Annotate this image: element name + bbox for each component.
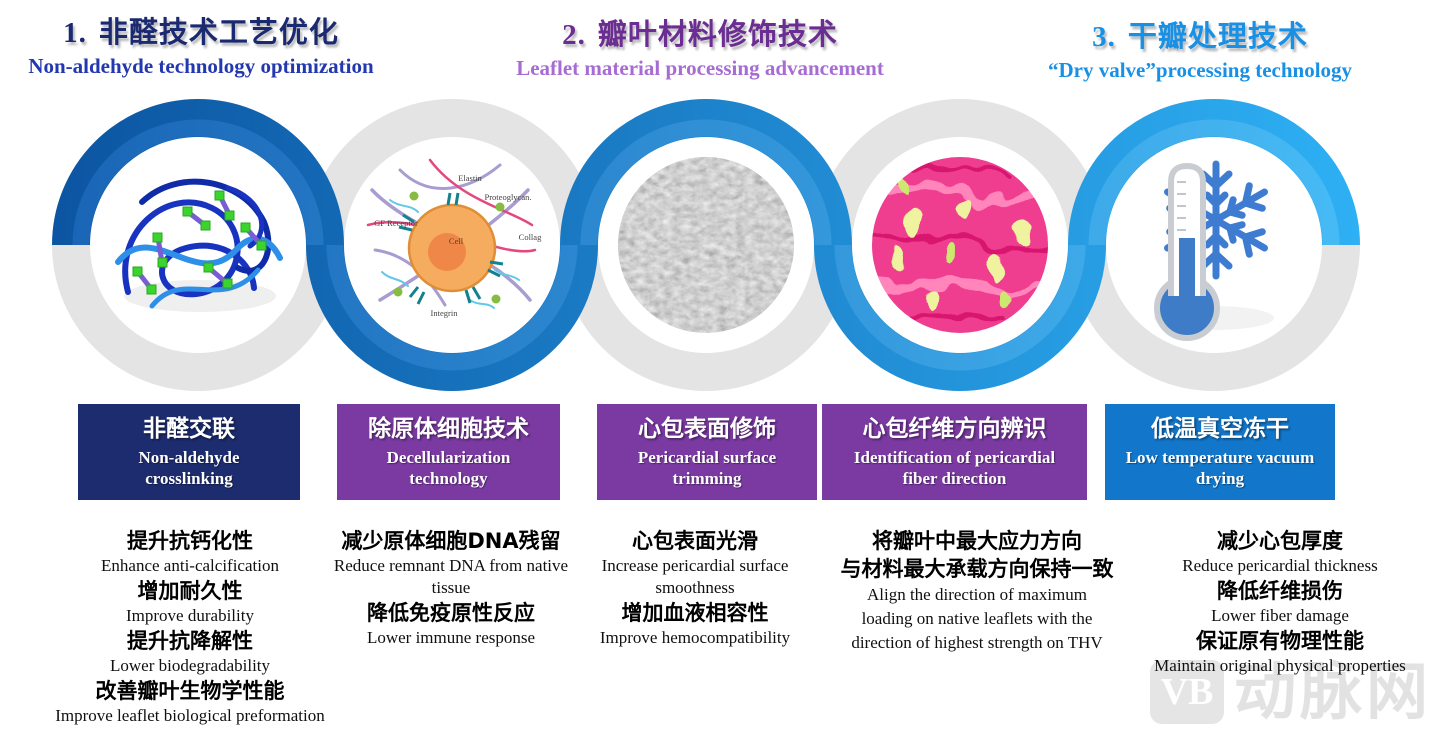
- polymer-network-image: [115, 178, 283, 312]
- section-1-title-en: Non-aldehyde technology optimization: [28, 54, 374, 78]
- histology-highlights: [889, 200, 1031, 312]
- svg-text:GF Receptor: GF Receptor: [374, 218, 418, 228]
- benefits-column-4: 将瓣叶中最大应力方向 与材料最大承载方向保持一致 Align the direc…: [818, 527, 1136, 655]
- benefits-column-2: 减少原体细胞DNA残留 Reduce remnant DNA from nati…: [318, 527, 584, 649]
- benefit-item: 增加耐久性 Improve durability: [126, 579, 254, 625]
- benefit-item: 改善瓣叶生物学性能 Improve leaflet biological pre…: [55, 679, 325, 725]
- box-title-cn: 心包表面修饰: [638, 416, 776, 442]
- box-title-cn: 除原体细胞技术: [368, 416, 529, 442]
- benefit-item: 心包表面光滑 Increase pericardial surface smoo…: [601, 529, 789, 597]
- box-title-en: Decellularization technology: [386, 448, 511, 488]
- benefit-item: 减少心包厚度 Reduce pericardial thickness: [1182, 529, 1378, 575]
- crosslink-nodes: [132, 190, 267, 295]
- section-header-1: 1.非醛技术工艺优化 Non-aldehyde technology optim…: [2, 15, 400, 79]
- benefit-item: 提升抗降解性 Lower biodegradability: [109, 629, 271, 675]
- watermark-logo-icon: VB: [1150, 660, 1224, 724]
- benefit-item: 降低纤维损伤 Lower fiber damage: [1211, 579, 1349, 625]
- benefit-item: 降低免疫原性反应 Lower immune response: [366, 601, 536, 647]
- benefits-column-5: 减少心包厚度 Reduce pericardial thickness 降低纤维…: [1108, 527, 1452, 677]
- benefits-column-1: 提升抗钙化性 Enhance anti-calcification 增加耐久性 …: [22, 527, 358, 727]
- section-1-title-cn: 1.非醛技术工艺优化: [63, 15, 339, 49]
- watermark-text: 动脉网: [1234, 655, 1433, 728]
- wave-blue-highlight: [72, 119, 1340, 371]
- wave-blue-ribbon: [52, 99, 1360, 391]
- section-3-title-en: “Dry valve”processing technology: [1047, 58, 1353, 82]
- freeze-dry-image: [1154, 162, 1274, 341]
- fiber-histology-image: [872, 157, 1048, 333]
- watermark: VB 动脉网: [1150, 660, 1432, 724]
- technique-box-pericardial-surface-trimming: 心包表面修饰 Pericardial surface trimming: [597, 404, 817, 500]
- technique-box-vacuum-drying: 低温真空冻干 Low temperature vacuum drying: [1105, 404, 1335, 500]
- section-2-title-cn: 2.瓣叶材料修饰技术: [562, 17, 838, 51]
- technique-box-fiber-direction: 心包纤维方向辨识 Identification of pericardial f…: [822, 404, 1087, 500]
- pericardium-sem-image: [618, 157, 794, 333]
- section-3-title-cn: 3.干瓣处理技术: [1092, 19, 1308, 53]
- benefit-item: 提升抗钙化性 Enhance anti-calcification: [101, 529, 279, 575]
- benefits-column-3: 心包表面光滑 Increase pericardial surface smoo…: [570, 527, 820, 649]
- section-header-3: 3.干瓣处理技术 “Dry valve”processing technolog…: [1005, 19, 1395, 83]
- box-title-en: Non-aldehyde crosslinking: [138, 448, 240, 488]
- section-2-title-en: Leaflet material processing advancement: [516, 56, 884, 80]
- thermometer-icon: [1154, 162, 1220, 341]
- box-title-en: Pericardial surface trimming: [637, 448, 777, 488]
- ecm-molecules: [393, 191, 505, 304]
- ecm-labels: Elastin Proteoglycan. GF Receptor Cell C…: [374, 173, 542, 318]
- benefit-item: 减少原体细胞DNA残留 Reduce remnant DNA from nati…: [333, 529, 569, 597]
- box-title-cn: 非醛交联: [143, 416, 235, 442]
- svg-text:Integrin: Integrin: [431, 308, 459, 318]
- box-title-cn: 心包纤维方向辨识: [862, 416, 1047, 442]
- svg-text:Cell: Cell: [449, 236, 464, 246]
- benefit-item: 保证原有物理性能 Maintain original physical prop…: [1154, 629, 1406, 675]
- benefit-item: 将瓣叶中最大应力方向 与材料最大承载方向保持一致 Align the direc…: [840, 529, 1114, 652]
- svg-text:Collag: Collag: [519, 232, 542, 242]
- wave-gray-ribbon: [52, 99, 1360, 391]
- technique-box-decellularization: 除原体细胞技术 Decellularization technology: [337, 404, 560, 500]
- technique-box-non-aldehyde-crosslinking: 非醛交联 Non-aldehyde crosslinking: [78, 404, 300, 500]
- box-title-cn: 低温真空冻干: [1151, 416, 1289, 442]
- box-title-en: Identification of pericardial fiber dire…: [853, 448, 1056, 488]
- svg-text:Proteoglycan.: Proteoglycan.: [485, 192, 532, 202]
- cell-ecm-image: Elastin Proteoglycan. GF Receptor Cell C…: [357, 150, 547, 340]
- section-header-2: 2.瓣叶材料修饰技术 Leaflet material processing a…: [486, 17, 914, 81]
- integrin-receptors: [398, 192, 504, 305]
- cell-nucleus: [428, 233, 466, 271]
- benefit-item: 增加血液相容性 Improve hemocompatibility: [599, 601, 791, 647]
- svg-text:Elastin: Elastin: [458, 173, 482, 183]
- box-title-en: Low temperature vacuum drying: [1125, 448, 1315, 488]
